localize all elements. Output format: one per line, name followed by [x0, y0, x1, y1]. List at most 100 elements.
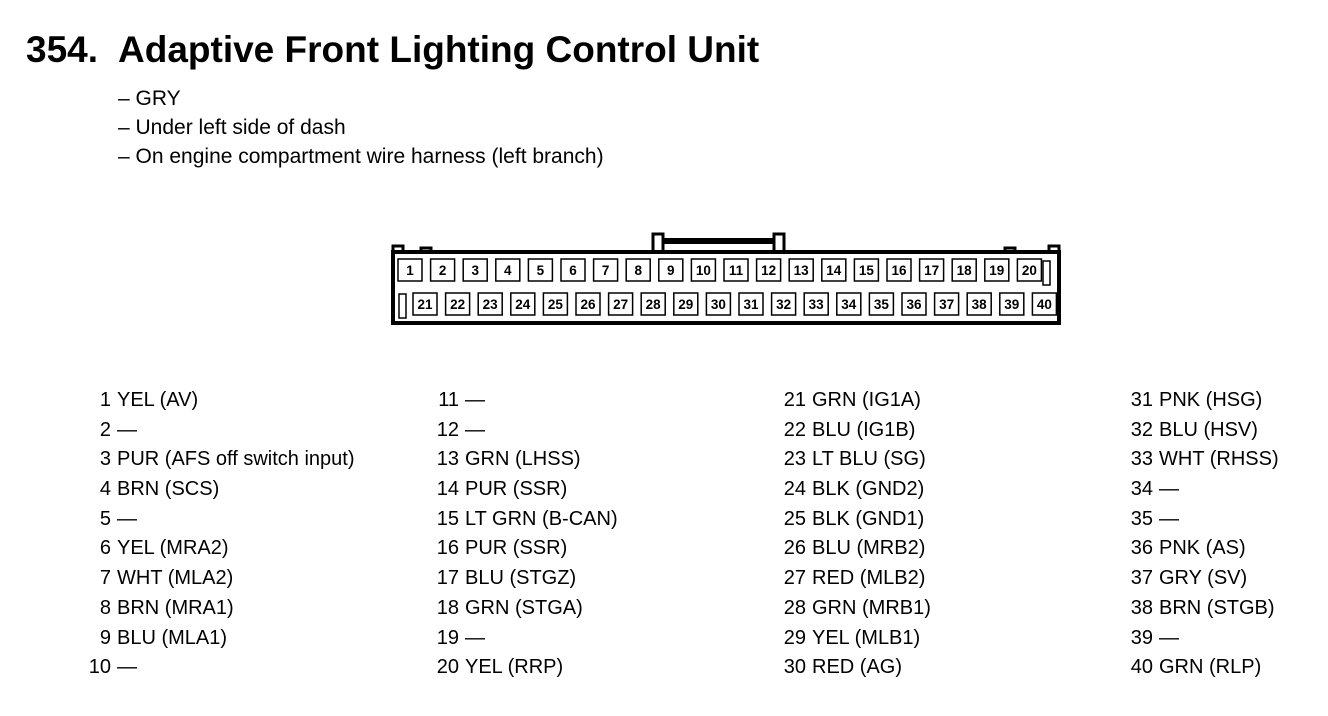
pin-description: BRN (STGB): [1159, 596, 1275, 619]
connector-pin-cell: [738, 292, 764, 316]
pin-number: 19: [436, 626, 459, 649]
connector-latch: [651, 232, 786, 252]
pin-description: —: [1159, 507, 1179, 530]
connector-tab-left: [391, 244, 405, 252]
connector-pin-label: 5: [537, 263, 545, 278]
connector-pin-19: 19: [984, 258, 1010, 282]
connector-pin-25: 25: [542, 292, 569, 316]
connector-pin-15: 15: [853, 258, 880, 282]
connector-pin-16: 16: [886, 258, 912, 282]
connector-pin-35: 35: [868, 292, 895, 316]
pin-description: LT GRN (B-CAN): [465, 507, 618, 530]
pin-row-21: 21 GRN (IG1A): [778, 386, 931, 416]
pin-number: 36: [1130, 537, 1153, 560]
connector-pin-40: 40: [1031, 292, 1058, 316]
connector-pin-11: 11: [723, 258, 749, 282]
connector-pin-26: 26: [575, 292, 601, 316]
pin-description: WHT (MLA2): [117, 567, 234, 590]
pin-description: GRN (STGA): [465, 596, 583, 619]
connector-pin-label: 12: [761, 263, 776, 278]
connector-pin-38: 38: [966, 292, 992, 316]
connector-tab-right: [1047, 244, 1061, 252]
connector-pin-label: 30: [711, 297, 726, 312]
connector-pin-label: 9: [667, 263, 675, 278]
connector-pin-label: 18: [957, 263, 973, 278]
pin-number: 23: [783, 448, 806, 471]
connector-pin-label: 40: [1037, 297, 1052, 312]
pin-number: 34: [1130, 478, 1153, 501]
connector-outline: [391, 250, 1061, 325]
connector-pin-37: 37: [933, 292, 960, 316]
pin-description: PUR (SSR): [465, 537, 568, 560]
connector-pin-cell: [705, 292, 732, 316]
connector-pin-label: 24: [515, 297, 531, 312]
connector-pin-cell: [560, 258, 586, 282]
connector-latch-bar: [663, 238, 774, 244]
pin-description: BRN (SCS): [117, 478, 220, 501]
connector-pin-cell: [429, 258, 456, 282]
connector-pin-8: 8: [625, 258, 651, 282]
pin-row-33: 33 WHT (RHSS): [1125, 445, 1279, 475]
pin-number: 5: [99, 507, 111, 530]
connector-pin-21: 21: [412, 292, 438, 316]
pin-description: GRN (LHSS): [465, 448, 581, 471]
connector-pin-label: 17: [924, 263, 939, 278]
connector-pin-27: 27: [607, 292, 634, 316]
connector-pin-label: 26: [580, 297, 596, 312]
connector-pin-7: 7: [592, 258, 619, 282]
pin-description: BLU (STGZ): [465, 567, 577, 590]
pin-row-10: 10—: [83, 653, 354, 683]
pin-number: 2: [99, 418, 111, 441]
pin-number: 15: [436, 507, 459, 530]
pin-number: 26: [783, 537, 806, 560]
pin-row-12: 12—: [431, 416, 618, 446]
connector-pin-cell: [901, 292, 927, 316]
connector-pin-cell: [477, 292, 503, 316]
pin-number: 18: [436, 596, 459, 619]
connector-pin-10: 10: [690, 258, 717, 282]
connector-end-slot-right: [1042, 260, 1051, 286]
pin-description: —: [1159, 626, 1179, 649]
pin-description: GRN (IG1A): [812, 389, 921, 411]
pin-number: 21: [783, 389, 806, 411]
pin-row-5: 5—: [83, 505, 354, 535]
pin-description: —: [465, 626, 485, 649]
connector-pin-32: 32: [770, 292, 797, 316]
connector-pin-cell: [836, 292, 862, 316]
pin-description: WHT (RHSS): [1159, 448, 1279, 471]
pin-row-11: 11—: [431, 386, 618, 416]
connector-pin-cell: [625, 258, 651, 282]
connector-pin-label: 39: [1004, 297, 1019, 312]
pin-description: GRN (RLP): [1159, 656, 1262, 679]
connector-pin-cell: [886, 258, 912, 282]
connector-pin-label: 10: [696, 263, 711, 278]
page-title: 354.Adaptive Front Lighting Control Unit: [26, 30, 759, 70]
connector-pin-2: 2: [429, 258, 456, 282]
pin-description: —: [117, 507, 137, 530]
connector-pin-label: 23: [483, 297, 499, 312]
connector-pin-24: 24: [510, 292, 536, 316]
pin-description: YEL (MRA2): [117, 537, 229, 560]
connector-pin-label: 13: [794, 263, 810, 278]
pin-number: 33: [1130, 448, 1153, 471]
pin-description: BLU (MRB2): [812, 537, 926, 560]
pin-description: YEL (MLB1): [812, 626, 921, 649]
pin-number: 11: [438, 389, 459, 411]
connector-pin-cell: [527, 258, 554, 282]
